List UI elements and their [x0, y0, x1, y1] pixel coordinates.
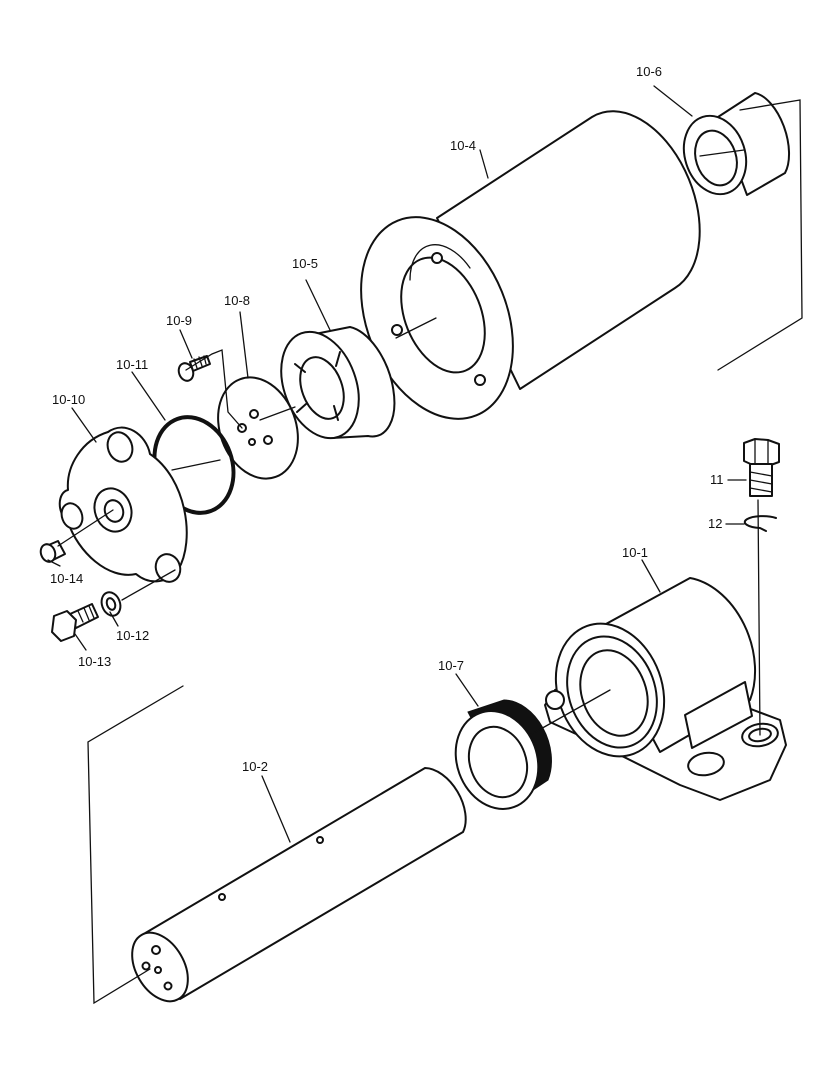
- part-labels: 10-6 10-4 10-5 10-8 10-9 10-11 10-10 10-…: [50, 64, 724, 774]
- part-10-13-bolt: [51, 603, 99, 642]
- part-10-2-shaft: [131, 767, 467, 1003]
- label-10-12: 10-12: [116, 628, 149, 643]
- label-10-8: 10-8: [224, 293, 250, 308]
- part-10-14-plug: [39, 540, 66, 563]
- label-10-14: 10-14: [50, 571, 83, 586]
- label-10-10: 10-10: [52, 392, 85, 407]
- part-10-7-seal: [454, 699, 552, 810]
- assembly-lines: [47, 85, 803, 1005]
- part-10-4-cylinder: [360, 110, 701, 420]
- part-12-washer-right: [743, 515, 777, 532]
- part-10-9-screw: [177, 355, 211, 382]
- part-10-10-end-cover: [58, 426, 188, 583]
- label-10-1: 10-1: [622, 545, 648, 560]
- part-11-bolt: [743, 438, 780, 497]
- label-10-5: 10-5: [292, 256, 318, 271]
- part-10-6-bushing: [682, 92, 791, 196]
- label-10-6: 10-6: [636, 64, 662, 79]
- label-10-11: 10-11: [116, 357, 148, 372]
- label-10-13: 10-13: [78, 654, 111, 669]
- label-12: 12: [708, 516, 722, 531]
- label-10-7: 10-7: [438, 658, 464, 673]
- part-10-5-collar: [280, 326, 396, 440]
- label-10-2: 10-2: [242, 759, 268, 774]
- part-10-1-housing: [544, 577, 787, 801]
- label-10-9: 10-9: [166, 313, 192, 328]
- part-10-12-washer-left: [100, 591, 122, 617]
- label-11: 11: [710, 472, 724, 487]
- label-10-4: 10-4: [450, 138, 476, 153]
